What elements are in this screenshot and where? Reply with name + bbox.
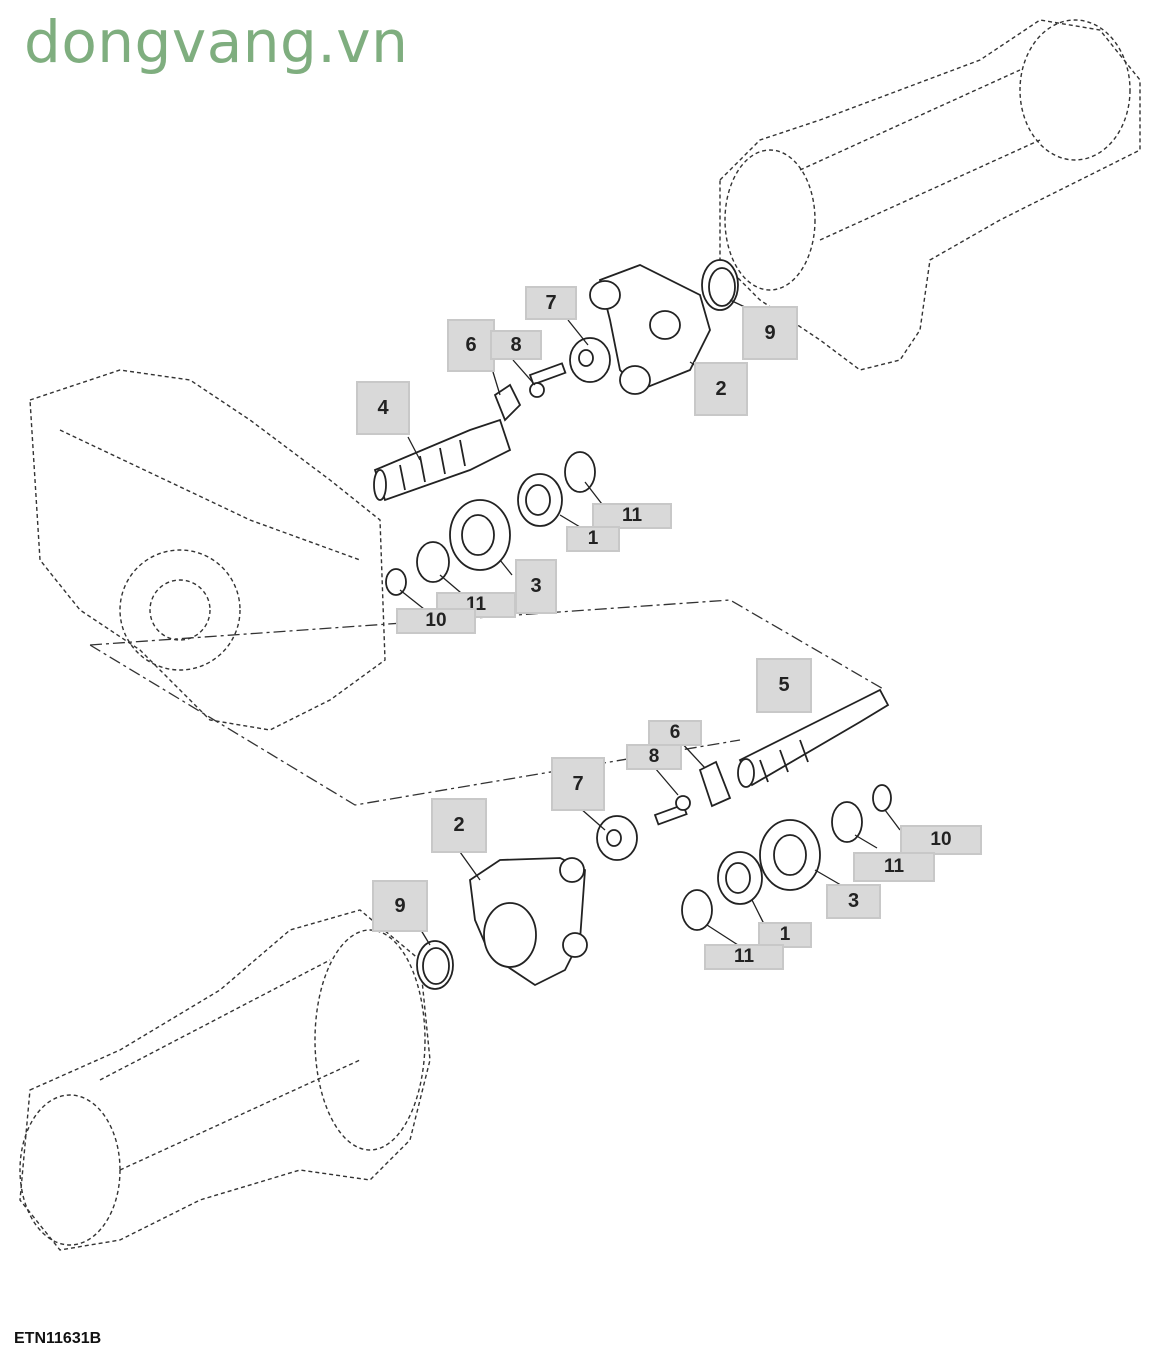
top-bolt-8 <box>528 362 567 398</box>
top-carrier-2 <box>589 264 711 395</box>
top-washer-7 <box>569 337 611 383</box>
callout-top-10: 10 <box>396 608 476 634</box>
figure-id: ETN11631B <box>14 1330 102 1347</box>
callout-top-1: 1 <box>566 526 620 552</box>
callout-bottom-1: 1 <box>758 922 812 948</box>
top-ring-10 <box>385 568 407 596</box>
bottom-ring-11b <box>681 889 713 931</box>
watermark-logo: dongvang.vn <box>24 8 409 76</box>
bottom-gear-3 <box>759 819 821 891</box>
bottom-carrier-2 <box>469 857 588 987</box>
callout-top-9: 9 <box>742 306 798 360</box>
callout-bottom-9: 9 <box>372 880 428 932</box>
bottom-ring-11a <box>831 801 863 843</box>
callout-top-4: 4 <box>356 381 410 435</box>
bottom-ring-9 <box>416 940 454 990</box>
bottom-bearing-1 <box>717 851 763 905</box>
bottom-lock-plate-6 <box>698 760 732 808</box>
callout-bottom-5: 5 <box>756 658 812 713</box>
assembly-path-line <box>89 599 886 806</box>
top-gear-3 <box>449 499 511 571</box>
callout-top-11b: 11 <box>436 592 516 618</box>
bottom-shaft-5 <box>737 688 890 788</box>
callout-top-7: 7 <box>525 286 577 320</box>
transmission-housing <box>29 369 386 731</box>
top-ring-11b <box>416 541 450 583</box>
callout-bottom-11a: 11 <box>853 852 935 882</box>
callout-top-3: 3 <box>515 559 557 614</box>
callout-top-6: 6 <box>447 319 495 372</box>
callout-top-8: 8 <box>490 330 542 360</box>
callout-bottom-7: 7 <box>551 757 605 811</box>
bottom-bolt-8 <box>653 795 691 826</box>
callout-bottom-2: 2 <box>431 798 487 853</box>
top-ring-11a <box>564 451 596 493</box>
lower-axle-housing <box>19 909 431 1251</box>
callout-bottom-6: 6 <box>648 720 702 746</box>
upper-axle-housing <box>719 19 1141 371</box>
top-shaft-4 <box>373 418 512 502</box>
callout-top-11a: 11 <box>592 503 672 529</box>
callout-bottom-10: 10 <box>900 825 982 855</box>
callout-bottom-3: 3 <box>826 884 881 919</box>
top-ring-9 <box>701 259 739 311</box>
callout-bottom-11b: 11 <box>704 944 784 970</box>
bottom-washer-7 <box>596 815 638 861</box>
top-bearing-1 <box>517 473 563 527</box>
top-lock-plate-6 <box>493 383 522 422</box>
callout-top-2: 2 <box>694 362 748 416</box>
callout-bottom-8: 8 <box>626 744 682 770</box>
bottom-ring-10 <box>872 784 892 812</box>
